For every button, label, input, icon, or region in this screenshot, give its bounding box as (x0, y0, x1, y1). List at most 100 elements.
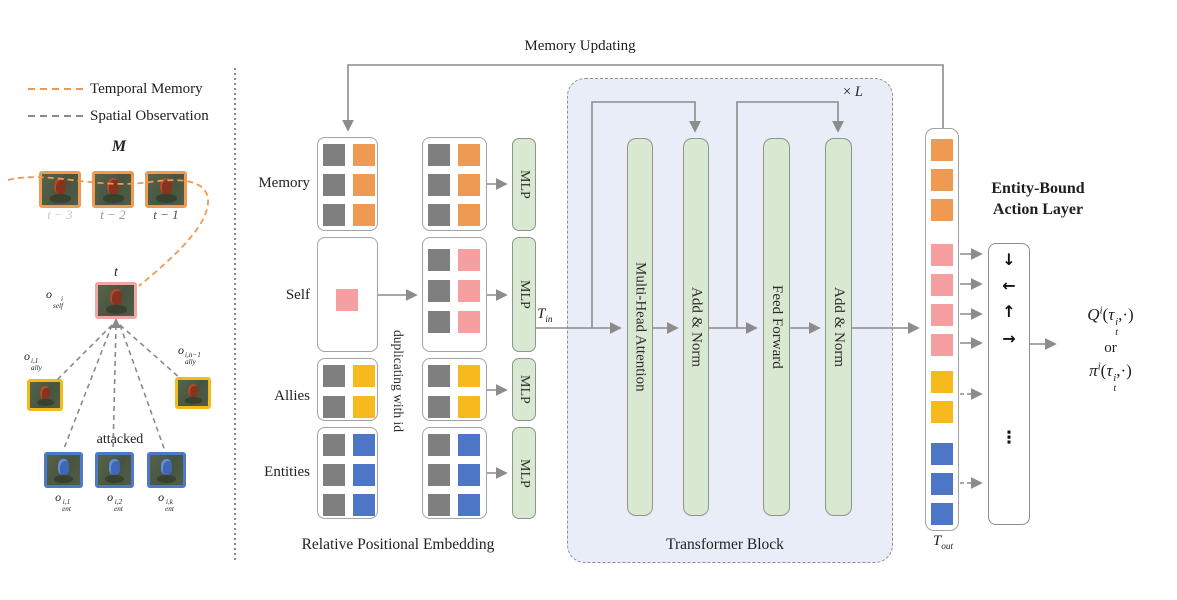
unit-body (40, 385, 51, 400)
math-segment: M (111, 138, 127, 155)
move-up-icon: ↑ (1002, 302, 1016, 321)
gray-feature-square (428, 365, 450, 387)
math-segment: π (1089, 360, 1098, 380)
unit-image (148, 174, 184, 205)
unit-shadow (105, 305, 127, 314)
orange-feature-square (353, 144, 375, 166)
entity-frame-2 (95, 452, 134, 488)
entity-frame-3 (147, 452, 186, 488)
blue-token-square (931, 503, 953, 525)
more-actions-ellipsis-icon: ⋮ (1000, 428, 1018, 448)
yellow-token-square (931, 371, 953, 393)
orange-token-square (931, 139, 953, 161)
self-embedded-box (422, 237, 487, 352)
gray-feature-square (323, 144, 345, 166)
gray-feature-square (428, 434, 450, 456)
unit-image (178, 380, 208, 406)
pink-token-square (931, 244, 953, 266)
blue-feature-square (458, 434, 480, 456)
row-label-allies: Allies (274, 388, 310, 404)
fan-arrowhead (111, 318, 121, 328)
tout-action-dashed-arrows (960, 388, 983, 489)
unit-shadow (155, 194, 177, 203)
feature-row (323, 396, 377, 418)
tout-action-solid-arrows (960, 248, 983, 349)
feature-row (323, 174, 377, 196)
math-segment: out (941, 542, 954, 552)
gray-feature-square (428, 174, 450, 196)
gray-feature-square (428, 249, 450, 271)
duplicating-label: duplicating with id (391, 330, 406, 432)
feature-row (428, 494, 486, 516)
feature-row (428, 311, 486, 333)
blue-feature-square (458, 494, 480, 516)
entity-bound-action-layer-title: Entity-Bound Action Layer (963, 178, 1113, 220)
self-feature-square (336, 289, 358, 311)
memory-updating-label: Memory Updating (524, 38, 636, 54)
math-segment: τ (1108, 305, 1115, 324)
math-segment: t (114, 265, 118, 280)
multi-head-attention-box: Multi-Head Attention (627, 138, 653, 516)
feature-row (428, 204, 486, 226)
unit-image (98, 455, 131, 485)
pink-feature-square (458, 311, 480, 333)
gray-feature-square (323, 494, 345, 516)
row-label-entities: Entities (264, 464, 310, 480)
orange-feature-square (458, 174, 480, 196)
row-label-memory: Memory (258, 175, 310, 191)
feature-row (323, 494, 377, 516)
unit-shadow (36, 399, 54, 406)
blue-feature-square (353, 434, 375, 456)
math-segment: ( (1102, 305, 1109, 324)
gray-feature-square (323, 434, 345, 456)
move-left-icon: ← (1002, 276, 1016, 295)
ally-frame-left (27, 379, 63, 411)
feature-row (428, 249, 486, 271)
math-segment: o (158, 490, 165, 504)
pink-token-square (931, 274, 953, 296)
pink-token-square (931, 334, 953, 356)
t-out-box (925, 128, 959, 531)
orange-token-square (931, 169, 953, 191)
legend-temporal-label: Temporal Memory (90, 81, 203, 97)
feature-row (323, 434, 377, 456)
gray-feature-square (428, 144, 450, 166)
unit-body (109, 459, 121, 475)
mlp-allies-box: MLP (512, 358, 536, 421)
unit-body (188, 383, 199, 398)
blue-token-square (931, 443, 953, 465)
orange-feature-square (458, 144, 480, 166)
title-line-2: Action Layer (992, 201, 1084, 218)
attacked-label: attacked (96, 432, 144, 447)
orange-feature-square (353, 204, 375, 226)
gray-feature-square (428, 204, 450, 226)
feature-row (323, 204, 377, 226)
memory-frame-t3 (39, 171, 81, 208)
allies-tokens-box (317, 358, 378, 421)
unit-shadow (49, 194, 71, 203)
t-in-label: Tin (537, 306, 553, 325)
math-segment: i (1097, 361, 1101, 373)
unit-shadow (184, 397, 202, 404)
add-norm-2-box: Add & Norm (825, 138, 852, 516)
unit-body (161, 459, 173, 475)
unit-body (107, 178, 120, 195)
memory-embedded-box (422, 137, 487, 231)
unit-body (110, 289, 123, 306)
unit-shadow (102, 194, 124, 203)
feature-row (323, 144, 377, 166)
gray-feature-square (428, 280, 450, 302)
blue-feature-square (353, 494, 375, 516)
unit-image (150, 455, 183, 485)
